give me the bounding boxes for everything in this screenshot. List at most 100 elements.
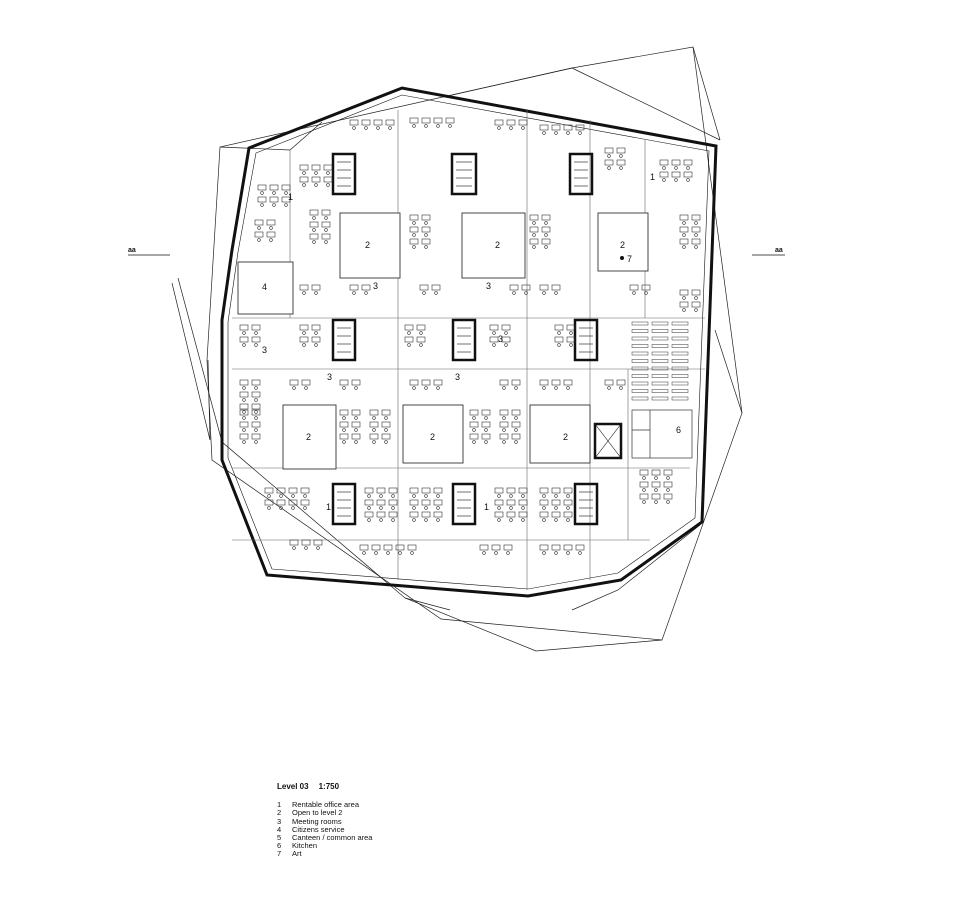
- canteen-table: [671, 389, 689, 393]
- desk-cluster: [254, 231, 264, 238]
- desk-cluster: [539, 124, 549, 131]
- desk-cluster: [506, 119, 516, 126]
- desk-cluster: [257, 238, 261, 242]
- desk-cluster: [551, 284, 561, 291]
- room-number: 6: [676, 425, 681, 435]
- svg-text:aa: aa: [128, 247, 136, 254]
- desk-cluster: [412, 245, 416, 249]
- desk-cluster: [342, 428, 346, 432]
- desk-cluster: [299, 324, 309, 331]
- canteen-table: [631, 351, 649, 356]
- desk-cluster: [499, 421, 509, 428]
- desk-cluster: [666, 488, 670, 492]
- desk-cluster: [251, 403, 261, 410]
- desk-cluster: [469, 409, 479, 416]
- desk-cluster: [445, 117, 455, 124]
- desk-cluster: [314, 171, 318, 175]
- desk-cluster: [421, 511, 431, 518]
- desk-cluster: [292, 546, 296, 550]
- desk-cluster: [381, 421, 391, 428]
- desk-cluster: [374, 551, 378, 555]
- desk-cluster: [497, 126, 501, 130]
- desk-cluster: [484, 428, 488, 432]
- desk-cluster: [407, 331, 411, 335]
- desk-cluster: [563, 487, 573, 494]
- desk-cluster: [557, 331, 561, 335]
- desk-cluster: [412, 233, 416, 237]
- desk-cluster: [291, 494, 295, 498]
- desk-cluster: [326, 183, 330, 187]
- desk-cluster: [364, 126, 368, 130]
- desk-cluster: [619, 386, 623, 390]
- desk-cluster: [314, 291, 318, 295]
- desk-cluster: [654, 476, 658, 480]
- desk-cluster: [289, 379, 299, 386]
- room-number: 3: [327, 372, 332, 382]
- desk-cluster: [254, 410, 258, 414]
- desk-cluster: [266, 219, 276, 226]
- desk-cluster: [242, 440, 246, 444]
- canteen-table: [631, 329, 649, 333]
- desk-cluster: [532, 245, 536, 249]
- desk-cluster: [502, 386, 506, 390]
- desk-cluster: [409, 117, 419, 124]
- desk-cluster: [529, 238, 539, 245]
- desk-cluster: [511, 421, 521, 428]
- desk-cluster: [376, 487, 386, 494]
- desk-cluster: [554, 291, 558, 295]
- room-number: 1: [650, 172, 655, 182]
- desk-cluster: [554, 131, 558, 135]
- desk-cluster: [388, 499, 398, 506]
- desk-cluster: [691, 301, 701, 308]
- canteen-table: [651, 396, 669, 401]
- desk-cluster: [521, 284, 531, 291]
- desk-cluster: [551, 487, 561, 494]
- canteen-table: [631, 359, 649, 363]
- desk-cluster: [383, 544, 393, 551]
- room-number: 2: [306, 432, 311, 442]
- desk-cluster: [242, 343, 246, 347]
- desk-cluster: [309, 209, 319, 216]
- desk-cluster: [351, 433, 361, 440]
- desk-cluster: [257, 226, 261, 230]
- desk-cluster: [409, 214, 419, 221]
- desk-cluster: [239, 409, 249, 416]
- desk-cluster: [499, 409, 509, 416]
- desk-cluster: [499, 433, 509, 440]
- desk-cluster: [412, 124, 416, 128]
- desk-cluster: [575, 124, 585, 131]
- desk-cluster: [412, 221, 416, 225]
- desk-cluster: [659, 171, 669, 178]
- desk-cluster: [361, 119, 371, 126]
- canteen-table: [651, 351, 669, 356]
- canteen-table: [631, 321, 649, 326]
- desk-cluster: [436, 506, 440, 510]
- desk-cluster: [419, 343, 423, 347]
- desk-cluster: [364, 511, 374, 518]
- desk-cluster: [542, 291, 546, 295]
- desk-cluster: [391, 518, 395, 522]
- desk-cluster: [395, 544, 405, 551]
- desk-cluster: [489, 336, 499, 343]
- desk-cluster: [288, 487, 298, 494]
- canteen-table: [631, 389, 649, 393]
- desk-cluster: [342, 440, 346, 444]
- desk-cluster: [639, 481, 649, 488]
- desk-cluster: [663, 481, 673, 488]
- room-number: 3: [373, 281, 378, 291]
- desk-cluster: [272, 191, 276, 195]
- outer-shell-lines: [171, 46, 743, 652]
- desk-cluster: [436, 518, 440, 522]
- canteen-table: [671, 321, 689, 326]
- desk-cluster: [619, 166, 623, 170]
- desk-cluster: [563, 499, 573, 506]
- desk-cluster: [354, 416, 358, 420]
- desk-cluster: [269, 226, 273, 230]
- desk-cluster: [604, 379, 614, 386]
- desk-cluster: [469, 421, 479, 428]
- desk-cluster: [367, 494, 371, 498]
